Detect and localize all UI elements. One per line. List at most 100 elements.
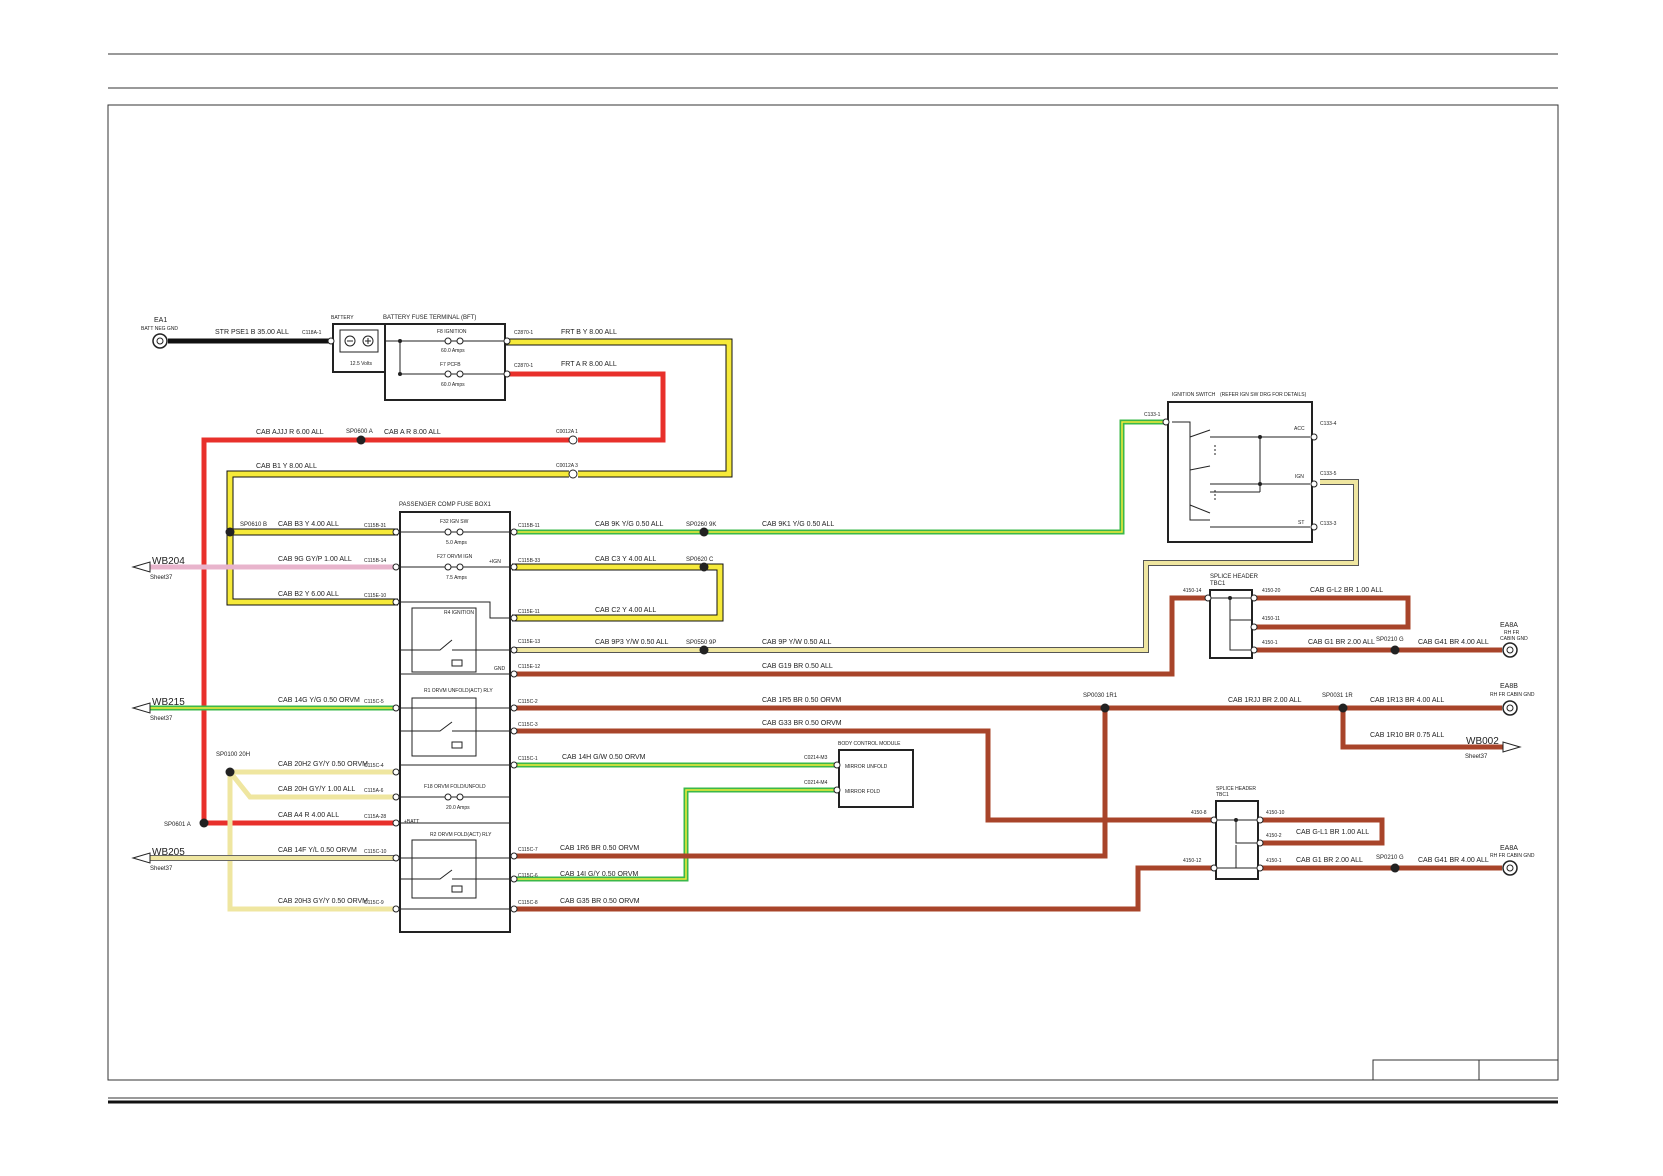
- ground-ea8b: EA8B RH FR CABIN GND: [1490, 683, 1535, 716]
- fuse-f32-label: F32 IGN SW: [440, 519, 469, 525]
- bft-fuse1-rating: 60.0 Amps: [441, 348, 465, 354]
- fuse-f18-rating: 20.0 Amps: [446, 805, 470, 811]
- label-sp0100: SP0100 20H: [216, 752, 250, 758]
- splice-sp0030: [1100, 703, 1110, 713]
- wire-frt-a: [505, 371, 666, 443]
- ignition-title: IGNITION SWITCH: [1172, 392, 1216, 398]
- conn-c1331: C133-1: [1144, 412, 1161, 418]
- fuse-f27-rating: 7.5 Amps: [446, 575, 467, 581]
- conn-c115c1: C115C-1: [518, 756, 538, 762]
- relay-r1-label: R1 ORVM UNFOLD(ACT) RLY: [424, 688, 493, 694]
- fuse-f32: F32 IGN SW 5.0 Amps: [400, 519, 510, 546]
- ground-ea1: EA1 BATT NEG GND: [141, 317, 178, 349]
- relay-r4-ignition: R4 IGNITION GND: [400, 601, 510, 675]
- conn-c115b31: C115B-31: [364, 523, 386, 529]
- conn-4150-10: 4150-10: [1266, 810, 1285, 816]
- offsheet-wb215-sheet: Sheet37: [150, 716, 173, 722]
- fusebox-gnd: GND: [494, 666, 506, 672]
- label-wire-b2: CAB B2 Y 6.00 ALL: [278, 591, 339, 598]
- offsheet-wb204-label: WB204: [152, 556, 185, 567]
- wire-20h: [227, 769, 398, 912]
- conn-c115c10: C115C-10: [364, 849, 387, 855]
- ground-ea8a-1-desc1: RH FR: [1504, 630, 1520, 636]
- label-wire-gl2: CAB G-L2 BR 1.00 ALL: [1310, 587, 1383, 594]
- offsheet-wb205-label: WB205: [152, 847, 185, 858]
- fuse-f18: F18 ORVM FOLD/UNFOLD 20.0 Amps +BATT: [400, 784, 510, 825]
- label-wire-c2: CAB C2 Y 4.00 ALL: [595, 607, 656, 614]
- conn-4150-20: 4150-20: [1262, 588, 1281, 594]
- offsheet-wb204[interactable]: WB204 Sheet37: [131, 556, 185, 581]
- splice-sp0210b: [1390, 863, 1400, 873]
- label-wire-ar: CAB A R 8.00 ALL: [384, 429, 441, 436]
- label-wire-g19: CAB G19 BR 0.50 ALL: [762, 663, 833, 670]
- ground-ea8b-desc: RH FR CABIN GND: [1490, 692, 1535, 698]
- ground-ea8a-1: EA8A RH FR CABIN GND: [1500, 622, 1528, 658]
- ground-ea8a-2: EA8A RH FR CABIN GND: [1490, 845, 1535, 876]
- body-control-module: BODY CONTROL MODULE MIRROR UNFOLD MIRROR…: [838, 741, 914, 808]
- splice-header-2: SPLICE HEADER TBC1: [1215, 786, 1259, 880]
- ground-ea8a-1-desc2: CABIN GND: [1500, 636, 1528, 642]
- relay-r1-unfold: R1 ORVM UNFOLD(ACT) RLY: [400, 688, 510, 766]
- offsheet-wb215[interactable]: WB215 Sheet37: [131, 697, 185, 722]
- wire-gl1: [1259, 817, 1385, 846]
- label-wire-gl1: CAB G-L1 BR 1.00 ALL: [1296, 829, 1369, 836]
- label-wire-b3: CAB B3 Y 4.00 ALL: [278, 521, 339, 528]
- conn-c1333: C133-3: [1320, 521, 1337, 527]
- bft-title: BATTERY FUSE TERMINAL (BFT): [383, 315, 476, 321]
- fuse-f32-rating: 5.0 Amps: [446, 540, 467, 546]
- fuse-f18-label: F18 ORVM FOLD/UNFOLD: [424, 784, 486, 790]
- wire-frt-b: [505, 338, 733, 478]
- relay-r4-label: R4 IGNITION: [444, 610, 474, 616]
- battery-title: BATTERY: [331, 315, 354, 321]
- fuse-f27-label: F27 ORVM IGN: [437, 554, 473, 560]
- splice-sp0600: [356, 435, 366, 445]
- wire-14i: [512, 787, 837, 882]
- bcm-unfold: MIRROR UNFOLD: [845, 764, 888, 770]
- label-wire-1r6: CAB 1R6 BR 0.50 ORVM: [560, 845, 639, 852]
- conn-c115c5: C115C-5: [364, 699, 384, 705]
- label-wire-14h: CAB 14H G/W 0.50 ORVM: [562, 754, 646, 761]
- label-sp0260: SP0260 9K: [686, 522, 716, 528]
- label-wire-20h2: CAB 20H2 GY/Y 0.50 ORVM: [278, 761, 368, 768]
- conn-c115c3: C115C-3: [518, 722, 538, 728]
- label-wire-g1-b: CAB G1 BR 2.00 ALL: [1296, 857, 1363, 864]
- label-wire-1r5: CAB 1R5 BR 0.50 ORVM: [762, 697, 841, 704]
- ground-ea8a-1-label: EA8A: [1500, 622, 1518, 629]
- label-sp0600: SP0600 A: [346, 429, 373, 435]
- conn-c115e10: C115E-10: [364, 593, 386, 599]
- fuse-f27: F27 ORVM IGN 7.5 Amps +IGN: [400, 554, 510, 581]
- label-wire-14f: CAB 14F Y/L 0.50 ORVM: [278, 847, 357, 854]
- ignition-st: ST: [1298, 520, 1304, 526]
- ignition-acc: ACC: [1294, 426, 1305, 432]
- conn-4150-14: 4150-14: [1183, 588, 1202, 594]
- label-wire-9p3: CAB 9P3 Y/W 0.50 ALL: [595, 639, 669, 646]
- bft-fuse2: F7 PCFB: [440, 362, 461, 368]
- label-wire-9g: CAB 9G GY/P 1.00 ALL: [278, 556, 352, 563]
- conn-c115b14: C115B-14: [364, 558, 386, 564]
- label-sp0610: SP0610 B: [240, 522, 267, 528]
- splice-header-1: SPLICE HEADER TBC1: [1209, 574, 1259, 659]
- connector-labels: C118A-1 C2870-1 C2870-1 C0012A 1 C0012A …: [302, 330, 1337, 906]
- label-wire-b1: CAB B1 Y 8.00 ALL: [256, 463, 317, 470]
- splice-sp0620: [699, 562, 709, 572]
- label-wire-a4: CAB A4 R 4.00 ALL: [278, 812, 339, 819]
- label-sp0601: SP0601 A: [164, 822, 191, 828]
- battery-fuse-terminal: BATTERY FUSE TERMINAL (BFT) F8 IGNITION …: [383, 315, 506, 401]
- label-wire-14g: CAB 14G Y/G 0.50 ORVM: [278, 697, 360, 704]
- label-wire-g41-b: CAB G41 BR 4.00 ALL: [1418, 857, 1489, 864]
- conn-c2870-1b: C2870-1: [514, 363, 533, 369]
- fusebox-title: PASSENGER COMP FUSE BOX1: [399, 502, 491, 508]
- label-wire-g33: CAB G33 BR 0.50 ORVM: [762, 720, 842, 727]
- ground-ea8a-2-label: EA8A: [1500, 845, 1518, 852]
- conn-c115e11: C115E-11: [518, 609, 540, 615]
- bcm-title: BODY CONTROL MODULE: [838, 741, 901, 747]
- label-wire-20h: CAB 20H GY/Y 1.00 ALL: [278, 786, 355, 793]
- offsheet-wb002[interactable]: WB002 Sheet37: [1465, 736, 1522, 760]
- label-wire-g41-a: CAB G41 BR 4.00 ALL: [1418, 639, 1489, 646]
- ground-ea1-desc: BATT NEG GND: [141, 326, 178, 332]
- conn-c115c4: C115C-4: [364, 763, 384, 769]
- label-wire-battery-neg: STR PSE1 B 35.00 ALL: [215, 329, 289, 336]
- splice-header-1-id: TBC1: [1210, 581, 1226, 587]
- offsheet-wb205[interactable]: WB205 Sheet37: [131, 847, 185, 872]
